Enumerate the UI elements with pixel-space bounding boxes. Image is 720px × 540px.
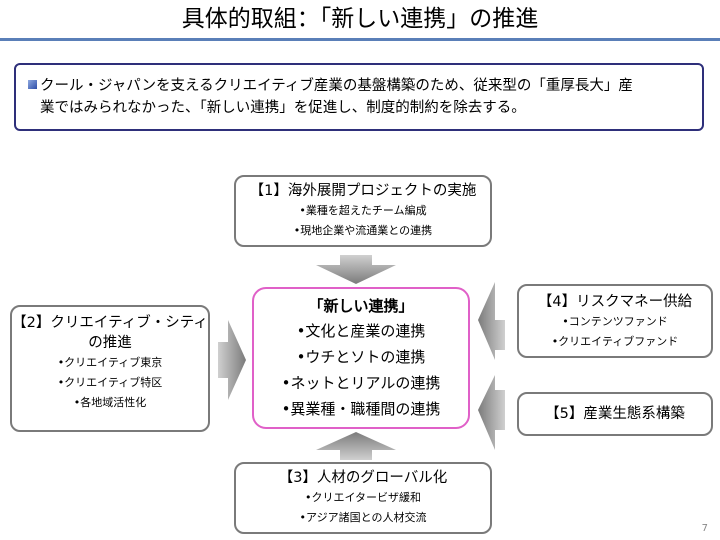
center-item: •ウチとソトの連携 — [296, 348, 426, 366]
arrow-up-icon — [316, 432, 396, 460]
page-title: 具体的取組：「新しい連携」の推進 — [181, 6, 539, 32]
title-divider — [0, 38, 720, 41]
box3-item: •クリエイタービザ緩和 — [304, 491, 422, 504]
arrow-left-upper-icon — [478, 282, 505, 360]
center-item: •異業種・職種間の連携 — [281, 400, 441, 418]
center-new-collaboration: 「新しい連携」 •文化と産業の連携 •ウチとソトの連携 •ネットとリアルの連携 … — [252, 287, 470, 429]
box3-title: 【3】人材のグローバル化 — [278, 470, 448, 486]
center-title: 「新しい連携」 — [308, 297, 414, 315]
summary-line-2: 業ではみられなかった、「新しい連携」を促進し、制度的制約を除去する。 — [40, 100, 526, 116]
box-creative-city: 【2】クリエイティブ・シティ の推進 •クリエイティブ東京 •クリエイティブ特区… — [10, 305, 210, 432]
box1-item: •現地企業や流通業との連携 — [293, 224, 433, 237]
box4-item: •コンテンツファンド — [562, 315, 668, 328]
summary-line-1: クール・ジャパンを支えるクリエイティブ産業の基盤構築のため、従来型の「重厚長大」… — [28, 75, 692, 97]
arrow-down-icon — [316, 255, 396, 284]
page-number: 7 — [701, 523, 708, 534]
summary-box: クール・ジャパンを支えるクリエイティブ産業の基盤構築のため、従来型の「重厚長大」… — [14, 63, 704, 131]
box2-title-line-2: の推進 — [88, 335, 132, 351]
box1-title: 【1】海外展開プロジェクトの実施 — [249, 183, 477, 199]
box-risk-money: 【4】リスクマネー供給 •コンテンツファンド •クリエイティブファンド — [517, 284, 713, 358]
box2-item: •クリエイティブ東京 — [57, 356, 163, 369]
box4-title: 【4】リスクマネー供給 — [537, 294, 693, 310]
center-item: •文化と産業の連携 — [296, 322, 426, 340]
box-global-talent: 【3】人材のグローバル化 •クリエイタービザ緩和 •アジア諸国との人材交流 — [234, 462, 492, 534]
arrow-left-lower-icon — [478, 375, 505, 450]
center-item: •ネットとリアルの連携 — [281, 374, 441, 392]
arrow-right-icon — [218, 320, 246, 400]
box1-item: •業種を超えたチーム編成 — [299, 204, 427, 217]
box2-title-line-1: 【2】クリエイティブ・シティ — [12, 315, 208, 331]
box3-item: •アジア諸国との人材交流 — [299, 511, 427, 524]
square-bullet-icon — [28, 80, 37, 89]
box2-item: •クリエイティブ特区 — [57, 376, 163, 389]
box2-item: •各地域活性化 — [73, 396, 147, 409]
box5-title: 【5】産業生態系構築 — [545, 406, 685, 422]
box-overseas-projects: 【1】海外展開プロジェクトの実施 •業種を超えたチーム編成 •現地企業や流通業と… — [234, 175, 492, 247]
box-industry-ecosystem: 【5】産業生態系構築 — [517, 392, 713, 436]
box4-item: •クリエイティブファンド — [551, 335, 679, 348]
